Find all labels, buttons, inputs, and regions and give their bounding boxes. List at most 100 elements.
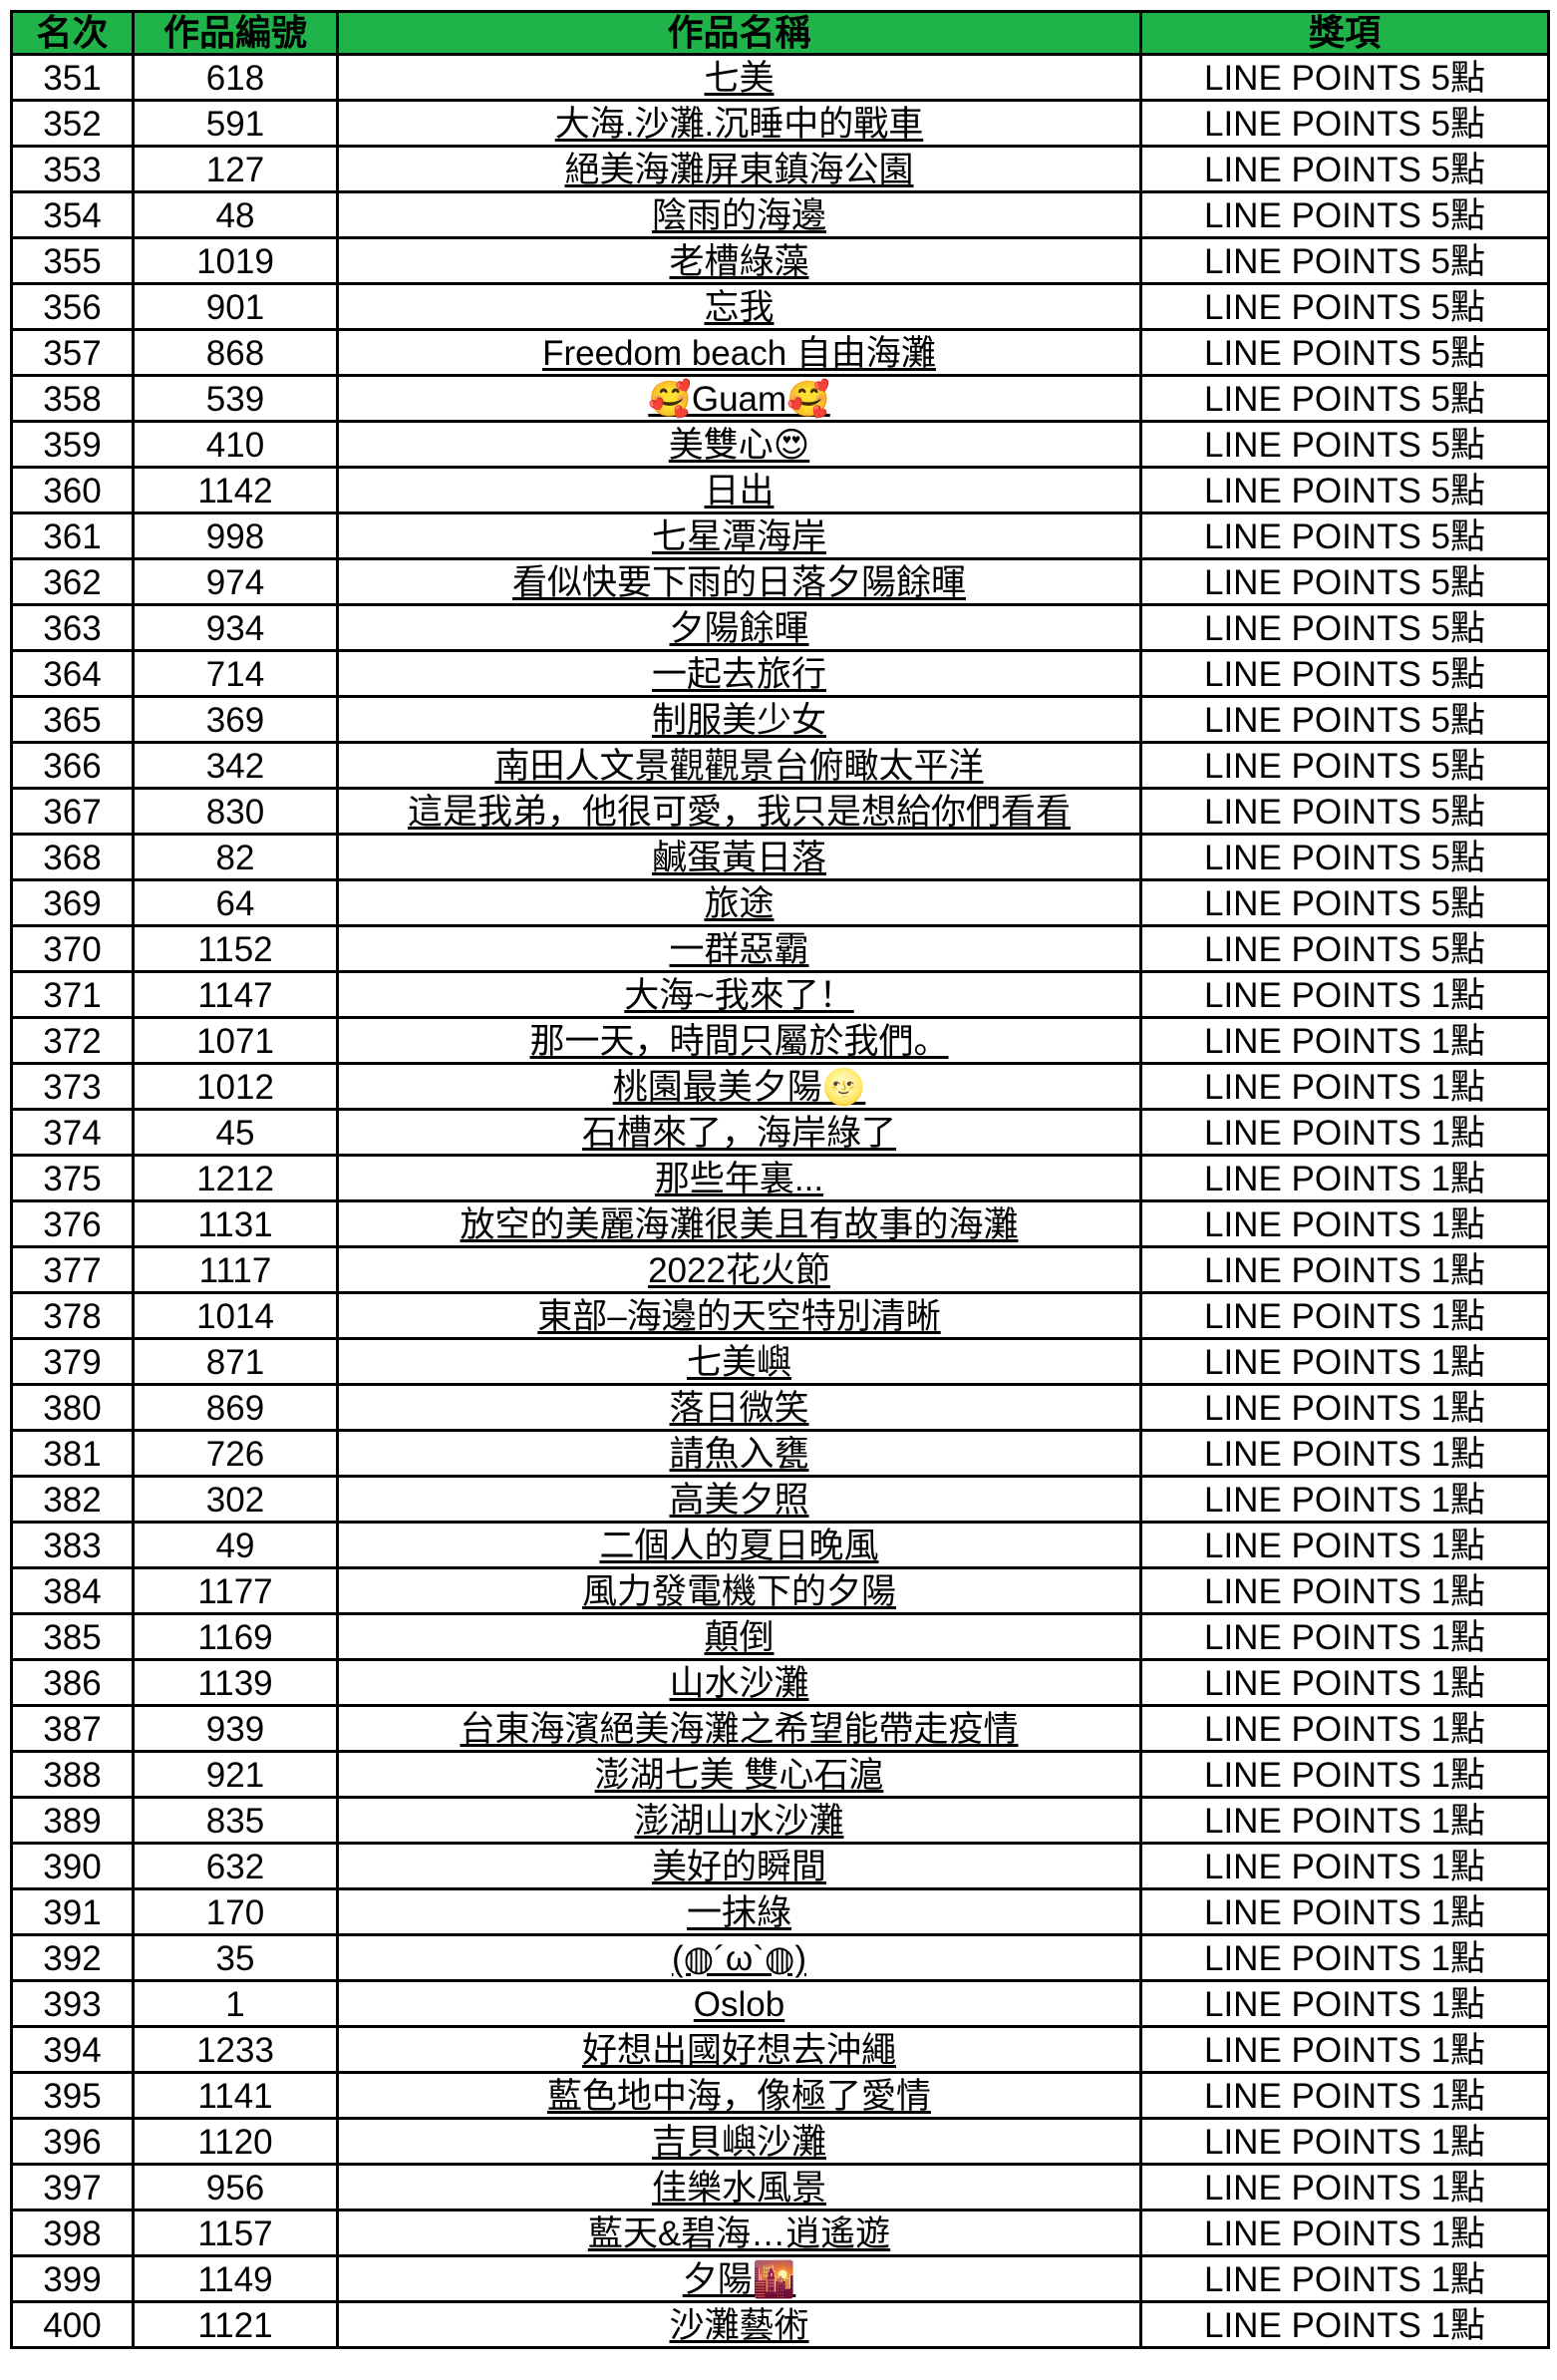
prize-cell: LINE POINTS 5點 — [1139, 878, 1550, 927]
prize-cell: LINE POINTS 1點 — [1139, 1429, 1550, 1478]
rank-cell: 394 — [10, 2025, 135, 2074]
prize-cell: LINE POINTS 5點 — [1139, 603, 1550, 652]
prize-cell: LINE POINTS 5點 — [1139, 236, 1550, 285]
prize-cell: LINE POINTS 1點 — [1139, 1383, 1550, 1432]
rank-cell: 365 — [10, 695, 135, 744]
rank-cell: 375 — [10, 1154, 135, 1202]
entry-number-cell: 974 — [132, 557, 339, 606]
entry-title-cell: 美好的瞬間 — [336, 1842, 1142, 1890]
prize-cell: LINE POINTS 1點 — [1139, 1245, 1550, 1294]
entry-title-cell: 看似快要下雨的日落夕陽餘暉 — [336, 557, 1142, 606]
entry-number-cell: 1019 — [132, 236, 339, 285]
entry-number-cell: 998 — [132, 511, 339, 560]
rank-cell: 400 — [10, 2300, 135, 2349]
prize-cell: LINE POINTS 5點 — [1139, 328, 1550, 377]
rank-cell: 352 — [10, 99, 135, 148]
prize-cell: LINE POINTS 5點 — [1139, 649, 1550, 698]
entry-title-cell: 制服美少女 — [336, 695, 1142, 744]
entry-title-cell: 高美夕照 — [336, 1475, 1142, 1524]
entry-title-cell: 山水沙灘 — [336, 1658, 1142, 1707]
rank-cell: 362 — [10, 557, 135, 606]
rank-cell: 361 — [10, 511, 135, 560]
prize-cell: LINE POINTS 1點 — [1139, 1612, 1550, 1661]
prize-cell: LINE POINTS 5點 — [1139, 190, 1550, 239]
rank-cell: 371 — [10, 970, 135, 1019]
entry-number-cell: 1121 — [132, 2300, 339, 2349]
rank-cell: 366 — [10, 741, 135, 790]
rank-cell: 383 — [10, 1521, 135, 1569]
entry-title-cell: 放空的美麗海灘很美且有故事的海灘 — [336, 1199, 1142, 1248]
entry-number-cell: 835 — [132, 1796, 339, 1845]
entry-title-cell: 七美 — [336, 53, 1142, 102]
entry-number-cell: 1142 — [132, 466, 339, 514]
rank-cell: 355 — [10, 236, 135, 285]
rank-cell: 357 — [10, 328, 135, 377]
rank-cell: 379 — [10, 1337, 135, 1386]
prize-cell: LINE POINTS 5點 — [1139, 53, 1550, 102]
rank-cell: 360 — [10, 466, 135, 514]
entry-number-cell: 35 — [132, 1933, 339, 1982]
entry-number-cell: 1131 — [132, 1199, 339, 1248]
entry-title-cell: 佳樂水風景 — [336, 2163, 1142, 2211]
entry-title-cell: 這是我弟，他很可愛，我只是想給你們看看 — [336, 787, 1142, 836]
rank-cell: 376 — [10, 1199, 135, 1248]
header-entry-title: 作品名稱 — [336, 10, 1142, 56]
prize-cell: LINE POINTS 1點 — [1139, 1704, 1550, 1753]
rank-cell: 354 — [10, 190, 135, 239]
entry-number-cell: 369 — [132, 695, 339, 744]
entry-number-cell: 1149 — [132, 2254, 339, 2303]
rank-cell: 395 — [10, 2071, 135, 2120]
entry-number-cell: 82 — [132, 833, 339, 881]
entry-title-cell: (◍´ω`◍) — [336, 1933, 1142, 1982]
prize-cell: LINE POINTS 1點 — [1139, 1979, 1550, 2028]
rank-cell: 390 — [10, 1842, 135, 1890]
rank-cell: 367 — [10, 787, 135, 836]
entry-title-cell: 一群惡霸 — [336, 924, 1142, 973]
prize-cell: LINE POINTS 1點 — [1139, 1062, 1550, 1111]
prize-cell: LINE POINTS 5點 — [1139, 924, 1550, 973]
rank-cell: 384 — [10, 1566, 135, 1615]
entry-title-cell: 七美嶼 — [336, 1337, 1142, 1386]
entry-title-cell: 桃園最美夕陽🌝 — [336, 1062, 1142, 1111]
rank-cell: 370 — [10, 924, 135, 973]
entry-number-cell: 1071 — [132, 1016, 339, 1065]
entry-number-cell: 1117 — [132, 1245, 339, 1294]
prize-cell: LINE POINTS 1點 — [1139, 1658, 1550, 1707]
entry-title-cell: 落日微笑 — [336, 1383, 1142, 1432]
prize-cell: LINE POINTS 1點 — [1139, 2071, 1550, 2120]
entry-number-cell: 1147 — [132, 970, 339, 1019]
header-rank: 名次 — [10, 10, 135, 56]
entry-title-cell: 好想出國好想去沖繩 — [336, 2025, 1142, 2074]
prize-cell: LINE POINTS 1點 — [1139, 1108, 1550, 1157]
rank-cell: 381 — [10, 1429, 135, 1478]
entry-number-cell: 342 — [132, 741, 339, 790]
entry-number-cell: 869 — [132, 1383, 339, 1432]
entry-title-cell: 絕美海灘屏東鎮海公園 — [336, 145, 1142, 193]
entry-number-cell: 632 — [132, 1842, 339, 1890]
header-row: 名次 作品編號 作品名稱 獎項 — [10, 10, 1550, 56]
rank-cell: 359 — [10, 420, 135, 469]
